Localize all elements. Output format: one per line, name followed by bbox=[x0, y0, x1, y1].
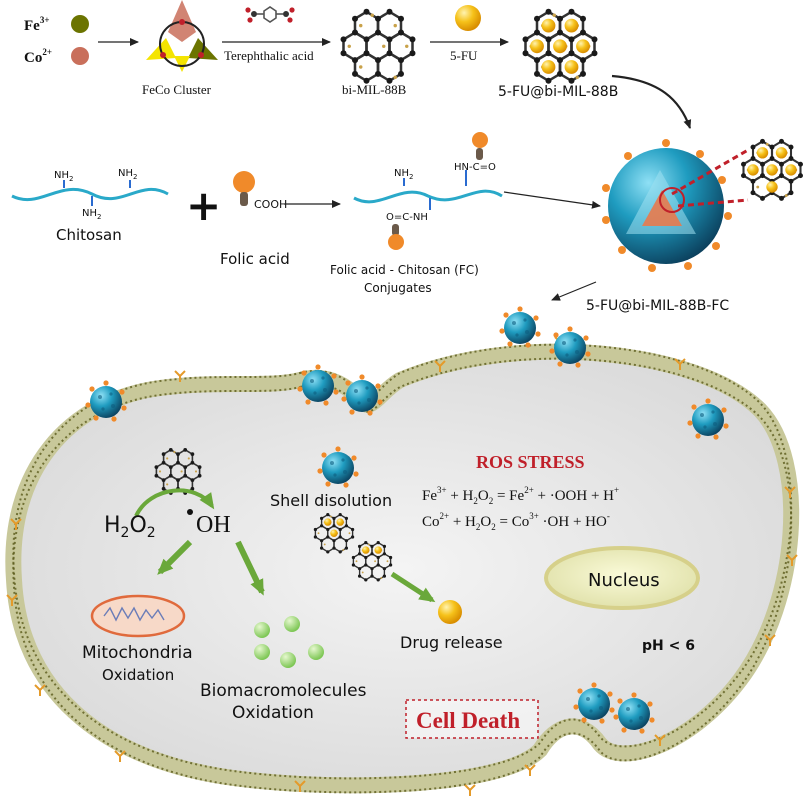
conj-label-1: Folic acid - Chitosan (FC) bbox=[330, 263, 479, 277]
mitochondria-icon bbox=[90, 594, 186, 638]
co-ion-icon bbox=[71, 47, 89, 65]
linker-label: Terephthalic acid bbox=[224, 48, 314, 63]
fe-label: Fe3+ bbox=[24, 15, 49, 34]
loaded-label: 5-FU@bi-MIL-88B bbox=[498, 84, 618, 100]
arrow-loaded-to-final bbox=[611, 74, 692, 129]
ros-eq2: Co2+ + H2O2 = Co3+ ·OH + HO- bbox=[422, 511, 610, 532]
drug-label: 5-FU bbox=[450, 48, 478, 63]
cooh-label: COOH bbox=[254, 198, 287, 211]
mof-label: bi-MIL-88B bbox=[342, 82, 407, 97]
plus-sign: + bbox=[186, 181, 221, 230]
nanoparticle-icon bbox=[499, 306, 541, 348]
conj-amide-top: HN-C=O bbox=[454, 162, 496, 173]
cell-death-box bbox=[405, 699, 539, 739]
bio-label-1: Biomacromolecules bbox=[200, 681, 367, 701]
nucleus-label: Nucleus bbox=[588, 570, 660, 591]
radical-label: OH bbox=[196, 512, 231, 538]
feco-cluster-icon bbox=[146, 0, 218, 72]
released-drug-icon bbox=[438, 600, 462, 624]
nh2-label-1: NH2 bbox=[54, 170, 73, 183]
co-label: Co2+ bbox=[24, 47, 52, 66]
final-label: 5-FU@bi-MIL-88B-FC bbox=[586, 298, 729, 314]
chitosan-label: Chitosan bbox=[56, 226, 122, 244]
drug-release-label: Drug release bbox=[400, 633, 503, 652]
conj-label-2: Conjugates bbox=[364, 281, 432, 295]
nh2-label-3: NH2 bbox=[82, 208, 101, 221]
receptor-icons bbox=[6, 336, 798, 796]
nucleus-icon bbox=[544, 546, 700, 610]
conj-folate-bottom-icon bbox=[388, 234, 404, 250]
ros-title: ROS STRESS bbox=[476, 452, 585, 472]
arrow-drug-release bbox=[390, 571, 436, 603]
cell: H2O2 OH Mitochondria Oxidation Biomacrom… bbox=[5, 306, 800, 796]
ros-eq1: Fe3+ + H2O2 = Fe2+ + ·OOH + H+ bbox=[422, 485, 619, 506]
zoom-lattice-icon bbox=[739, 137, 805, 202]
cell-death-label: Cell Death bbox=[416, 708, 520, 733]
shell-label: Shell disolution bbox=[270, 491, 392, 510]
fe-ion-icon bbox=[71, 15, 89, 33]
ph-label: pH < 6 bbox=[642, 638, 695, 654]
drug-5fu-icon bbox=[455, 5, 481, 31]
conj-amide-bottom: O=C-NH bbox=[386, 212, 428, 223]
mito-label-1: Mitochondria bbox=[82, 643, 193, 663]
synthesis-row: Fe3+ Co2+ FeCo Cluster Terephthalic acid bbox=[24, 0, 692, 129]
coating-row: NH2 NH2 NH2 Chitosan + COOH Folic acid N… bbox=[11, 132, 805, 314]
folic-acid-icon bbox=[233, 171, 255, 193]
cluster-label: FeCo Cluster bbox=[142, 82, 212, 97]
nh2-label-2: NH2 bbox=[118, 168, 137, 181]
cell-membrane bbox=[5, 343, 800, 794]
conj-folate-top-icon bbox=[472, 132, 488, 148]
h2o2-label: H2O2 bbox=[104, 513, 156, 541]
mito-label-2: Oxidation bbox=[102, 666, 174, 684]
arrow-conj-to-final bbox=[503, 191, 601, 209]
final-nanoparticle-icon bbox=[602, 139, 732, 272]
conj-nh2-label: NH2 bbox=[394, 168, 413, 181]
terephthalic-acid-icon bbox=[245, 6, 295, 23]
loaded-mof-icon bbox=[521, 7, 599, 86]
folic-label: Folic acid bbox=[220, 250, 290, 268]
conjugate-chain bbox=[353, 189, 503, 204]
arrow-to-mito bbox=[157, 539, 193, 575]
mof-lattice-icon bbox=[339, 7, 417, 86]
green-curve-arrow bbox=[134, 488, 215, 517]
arrow-final-to-cell bbox=[551, 281, 597, 301]
bio-label-2: Oxidation bbox=[232, 703, 314, 723]
chitosan-chain bbox=[11, 187, 169, 202]
arrow-to-bio bbox=[235, 540, 265, 596]
biomacromolecule-icons bbox=[254, 616, 324, 668]
